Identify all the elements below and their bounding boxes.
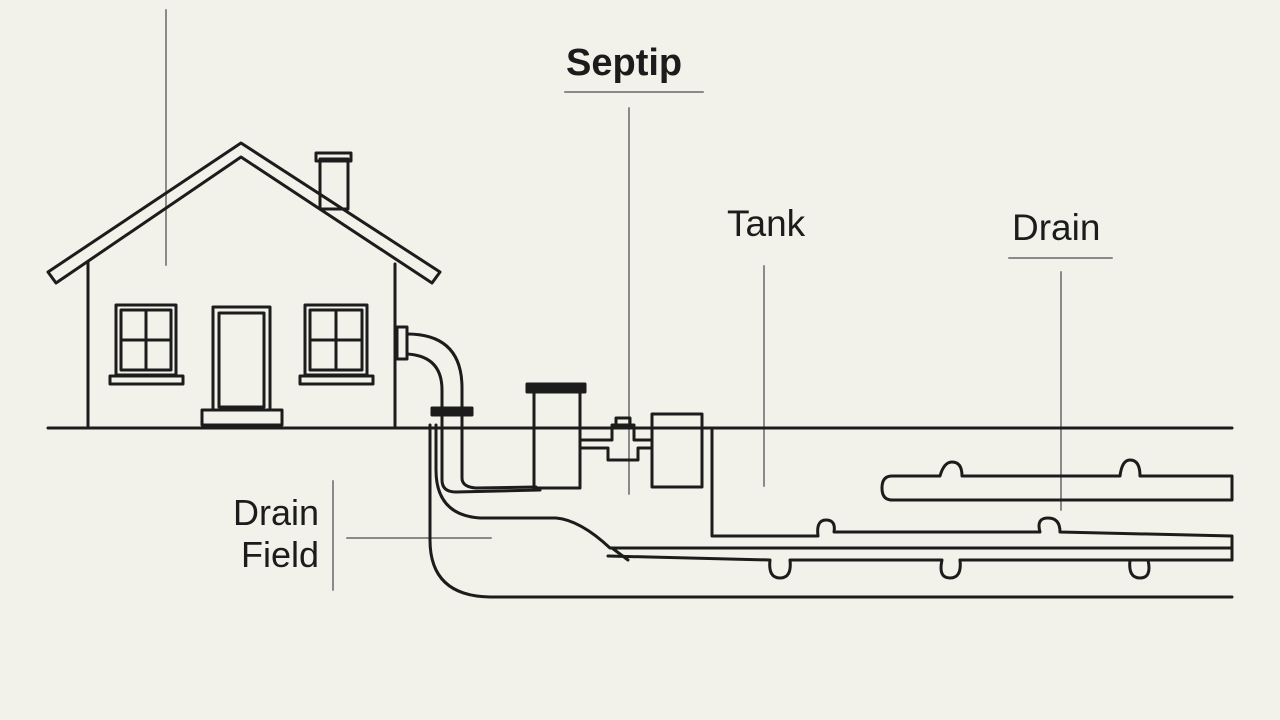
underground-pipes (428, 413, 1234, 599)
lateral-1 (606, 426, 1234, 580)
septip-label: Septip (566, 42, 683, 84)
leader-lines (165, 9, 1113, 591)
house-chimney (318, 157, 350, 211)
house-window-left (108, 303, 185, 386)
distribution-valve (578, 416, 654, 462)
house-outlet-pipe (395, 325, 474, 417)
septic-tank-riser (525, 382, 587, 490)
house (46, 141, 442, 430)
house-window-right (298, 303, 375, 386)
tank-label: Tank (727, 203, 806, 244)
house-roof (46, 141, 442, 285)
lateral-2 (610, 546, 630, 562)
riser-body (532, 390, 582, 490)
middle-pipe (460, 413, 538, 490)
inner-pipe (440, 413, 542, 494)
drain-label: Drain (1012, 207, 1101, 248)
house-chimney-cap (314, 151, 353, 163)
drain-field-label-line2: Field (240, 534, 319, 575)
drain-field-label: Drain Field (219, 492, 319, 576)
cleanout-cap (430, 406, 474, 417)
outer-pipe (428, 423, 1234, 599)
drain-field-laterals (606, 426, 1234, 580)
lateral-pipe-upper (434, 423, 1234, 550)
house-door (200, 305, 284, 427)
distribution-box (650, 412, 704, 489)
upper-lateral (880, 458, 1234, 502)
drain-field-label-line1: Drain (232, 492, 319, 533)
lateral-3 (958, 558, 1234, 580)
outlet-flange (395, 325, 409, 361)
